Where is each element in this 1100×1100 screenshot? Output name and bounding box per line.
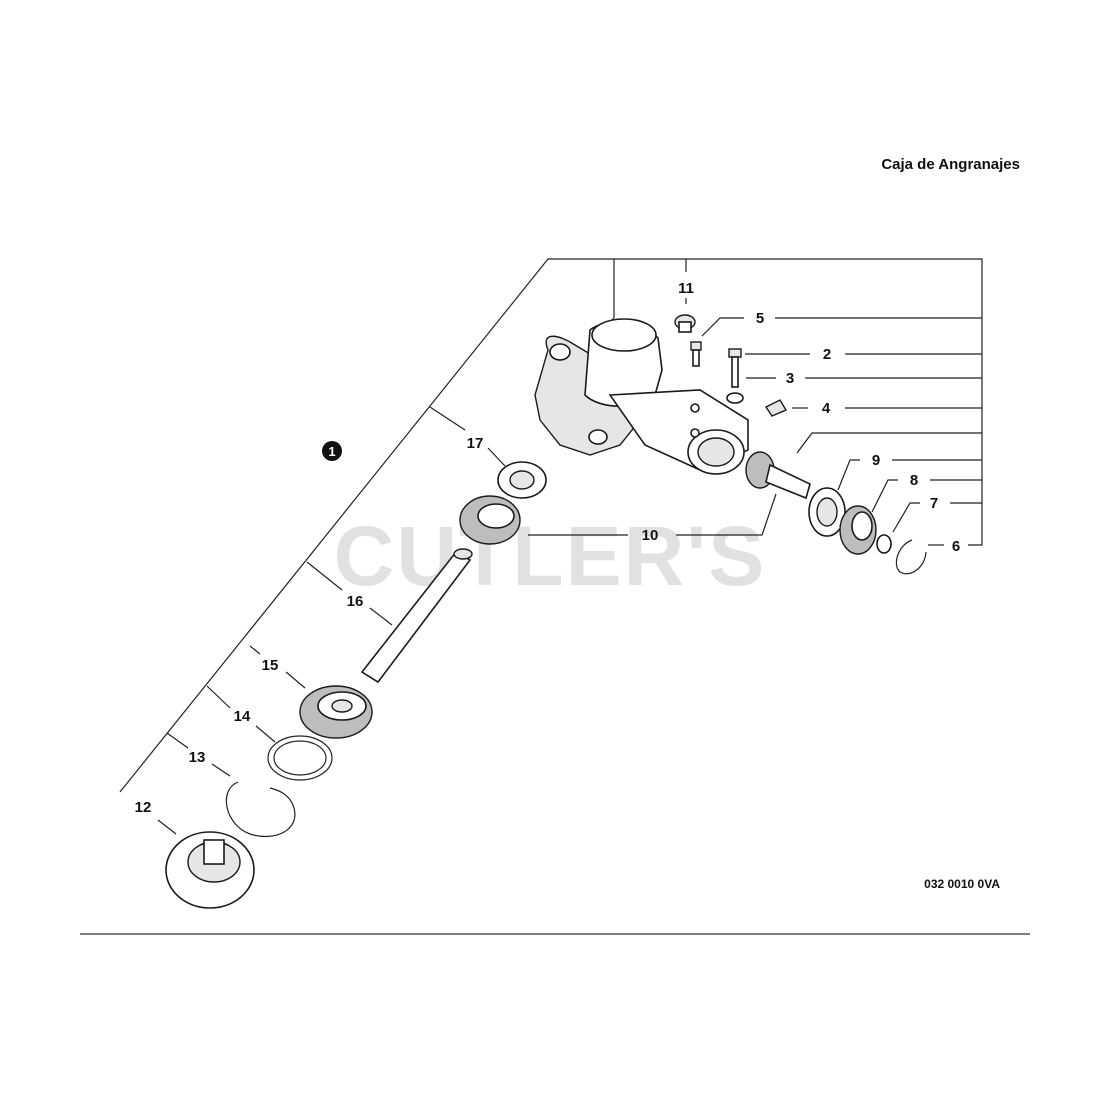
bearing-15	[299, 685, 373, 739]
cover-12	[165, 831, 255, 909]
screw-11	[674, 314, 696, 333]
callout-14: 14	[234, 708, 251, 725]
washer-3	[726, 392, 744, 404]
callout-4: 4	[822, 400, 831, 417]
callout-17: 17	[467, 435, 484, 452]
callout-5: 5	[756, 310, 764, 327]
callout-16: 16	[347, 593, 364, 610]
lock-plate-4	[764, 399, 788, 417]
screw-5	[690, 341, 702, 367]
leader-lines	[119, 258, 983, 835]
gear-housing	[534, 318, 749, 475]
bolt-2	[728, 348, 742, 388]
callout-13: 13	[189, 749, 206, 766]
page-title: Caja de Angranajes	[881, 156, 1020, 173]
drawing-code: 032 0010 0VA	[924, 877, 1000, 891]
callout-labels: 11 5 2 3 4 9 8 7 6 10 17 16 15 14 13 12	[135, 280, 961, 816]
output-shaft-16	[360, 548, 473, 684]
pinion-shaft-10	[745, 451, 811, 500]
ring-7	[876, 534, 892, 554]
assembly-marker-label: 1	[328, 444, 335, 459]
callout-12: 12	[135, 799, 152, 816]
callout-15: 15	[262, 657, 279, 674]
callout-3: 3	[786, 370, 794, 387]
bearing-17	[497, 461, 547, 499]
washer-14	[267, 735, 333, 781]
callout-7: 7	[930, 495, 938, 512]
callout-2: 2	[823, 346, 831, 363]
callout-9: 9	[872, 452, 880, 469]
circlip-6	[895, 539, 927, 575]
bearing-8	[839, 505, 877, 555]
watermark: CUTLER'S	[333, 509, 767, 603]
bearing-9	[808, 487, 846, 537]
assembly-marker: 1	[322, 441, 342, 461]
callout-8: 8	[910, 472, 918, 489]
callout-6: 6	[952, 538, 960, 555]
bevel-gear	[459, 495, 521, 545]
callout-10: 10	[642, 527, 659, 544]
callout-11: 11	[678, 280, 694, 297]
circlip-13	[225, 781, 296, 838]
